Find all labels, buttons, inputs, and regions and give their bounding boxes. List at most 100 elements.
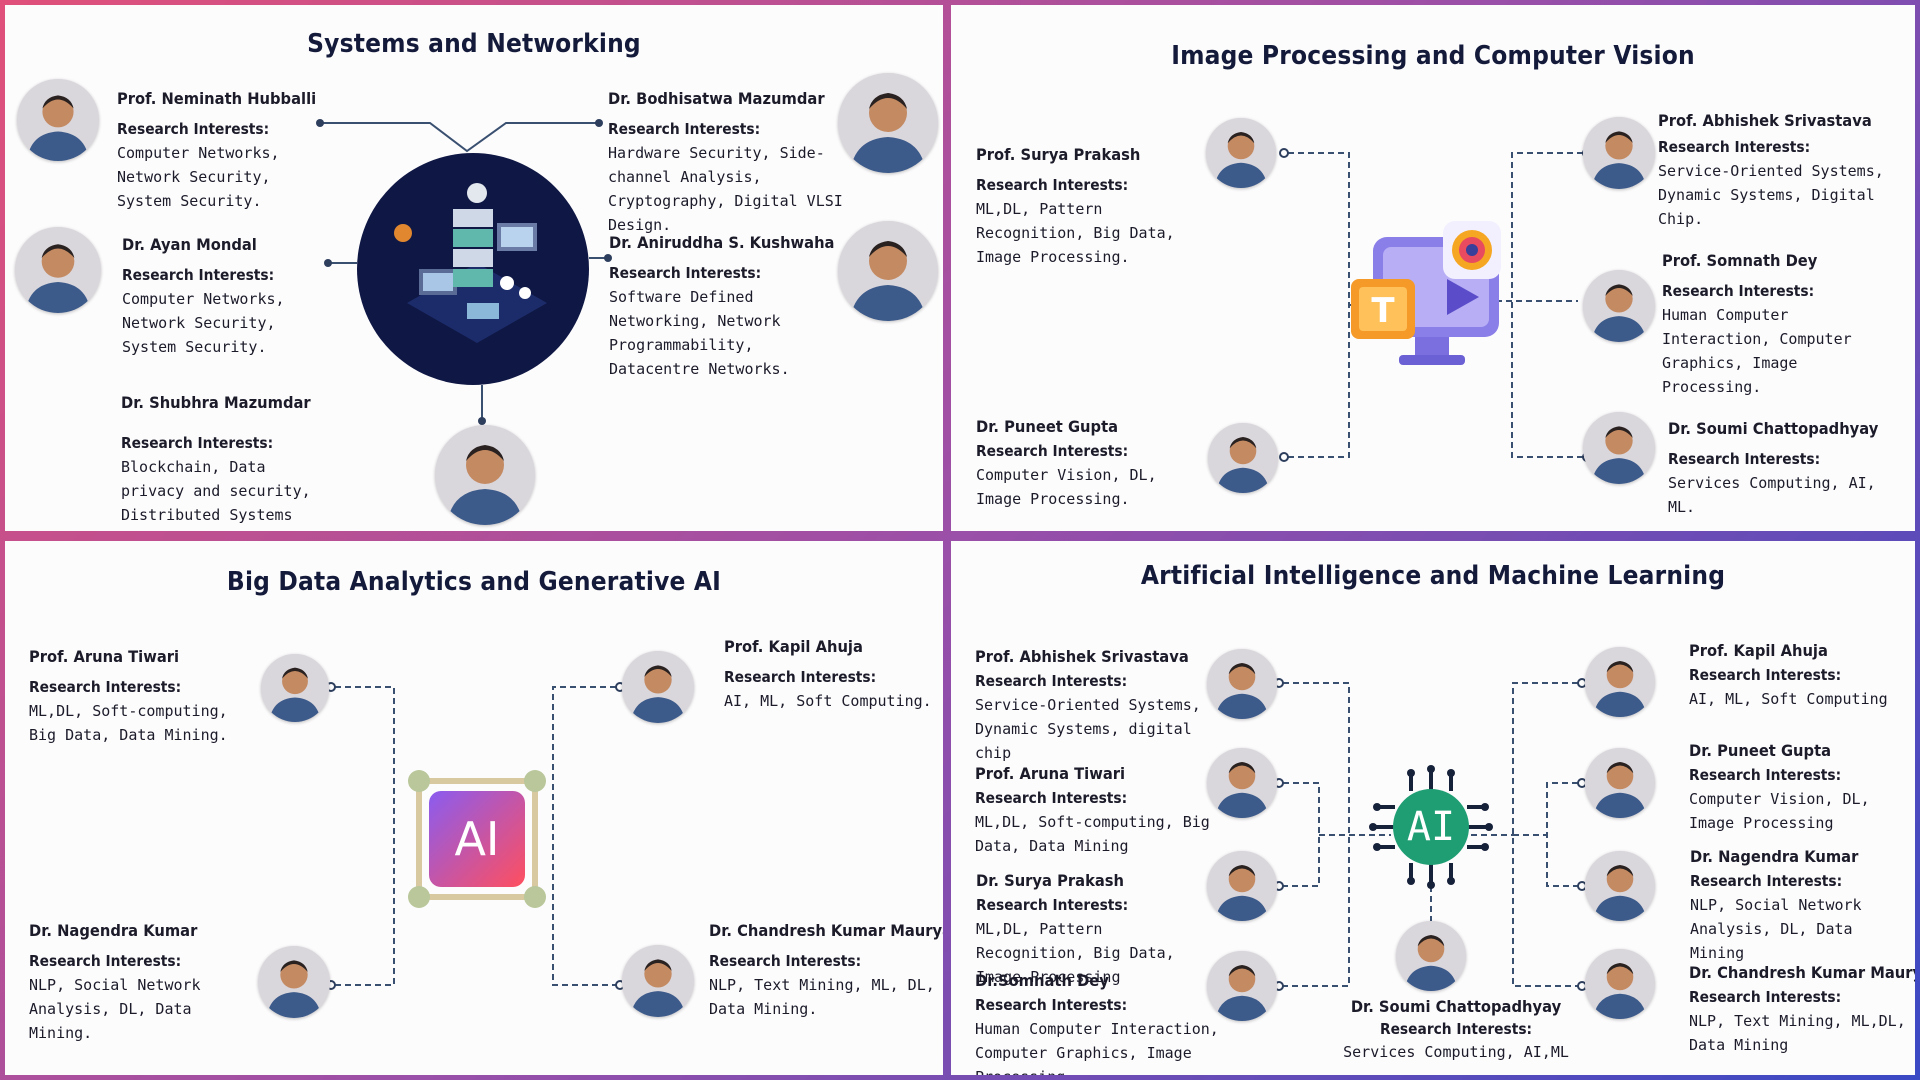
- research-interests-label: Research Interests:: [29, 952, 182, 970]
- avatar: [435, 425, 535, 525]
- person-name: Prof. Aruna Tiwari: [29, 647, 180, 666]
- panel-systems-networking: Systems and Networking: [5, 5, 943, 531]
- person-card: Prof. Abhishek Srivastava Research Inter…: [975, 645, 1210, 765]
- research-interests-label: Research Interests:: [122, 266, 275, 284]
- research-interests-text: ML,DL, Soft-computing, Big Data, Data Mi…: [975, 813, 1210, 855]
- avatar: [1208, 423, 1278, 493]
- computer-vision-monitor-icon: T: [1351, 219, 1511, 374]
- research-interests-label: Research Interests:: [1379, 1020, 1533, 1038]
- research-interests-label: Research Interests:: [975, 996, 1128, 1014]
- person-card: Prof. Neminath Hubballi Research Interes…: [117, 87, 332, 213]
- research-interests-text: Hardware Security, Side-channel Analysis…: [608, 144, 843, 234]
- ai-badge-label: AI: [454, 812, 500, 866]
- avatar: [1583, 412, 1655, 484]
- person-name: Prof. Neminath Hubballi: [117, 89, 317, 108]
- person-name: Prof. Abhishek Srivastava: [975, 647, 1189, 666]
- research-interests-label: Research Interests:: [29, 678, 182, 696]
- panel-big-data: Big Data Analytics and Generative AI AI: [5, 541, 943, 1075]
- research-interests-label: Research Interests:: [975, 789, 1128, 807]
- research-interests-text: AI, ML, Soft Computing.: [724, 692, 932, 710]
- avatar: [1207, 951, 1277, 1021]
- person-name: Dr. Puneet Gupta: [1689, 741, 1832, 760]
- avatar: [261, 654, 329, 722]
- avatar: [1207, 649, 1277, 719]
- person-name: Dr. Aniruddha S. Kushwaha: [609, 233, 835, 252]
- connector-lines: [1274, 678, 1587, 991]
- avatar: [838, 73, 938, 173]
- person-name: Dr. Shubhra Mazumdar: [121, 393, 311, 412]
- research-interests-text: AI, ML, Soft Computing: [1689, 690, 1888, 708]
- research-interests-text: Service-Oriented Systems, Dynamic System…: [975, 696, 1201, 762]
- person-card: Prof. Somnath Dey Research Interests: Hu…: [1662, 249, 1902, 399]
- person-name: Prof. Aruna Tiwari: [975, 764, 1126, 783]
- research-interests-text: Service-Oriented Systems, Dynamic System…: [1658, 162, 1884, 228]
- server-network-illustration-icon: [357, 153, 589, 385]
- research-interests-text: ML,DL, Pattern Recognition, Big Data, Im…: [976, 920, 1175, 986]
- person-card: Prof. Surya Prakash Research Interests: …: [976, 143, 1211, 269]
- avatar: [1207, 851, 1277, 921]
- research-interests-text: ML,DL, Pattern Recognition, Big Data, Im…: [976, 200, 1175, 266]
- research-interests-label: Research Interests:: [608, 120, 761, 138]
- avatar: [1583, 117, 1655, 189]
- avatar: [1396, 921, 1466, 991]
- panel-ai-ml: Artificial Intelligence and Machine Lear…: [951, 541, 1915, 1075]
- avatar: [622, 945, 694, 1017]
- person-card: Prof. Aruna Tiwari Research Interests: M…: [975, 762, 1210, 858]
- research-interests-text: NLP, Text Mining, ML, DL, Data Mining.: [709, 976, 935, 1018]
- person-name: Dr. Nagendra Kumar: [1690, 847, 1859, 866]
- panel-title: Artificial Intelligence and Machine Lear…: [1140, 561, 1726, 591]
- avatar: [622, 651, 694, 723]
- person-name: Dr. Chandresh Kumar Maurya: [1689, 963, 1915, 982]
- svg-text:T: T: [1371, 291, 1395, 331]
- avatar: [1585, 949, 1655, 1019]
- person-name: Prof. Kapil Ahuja: [724, 637, 863, 656]
- person-name: Dr. Surya Prakash: [976, 871, 1125, 890]
- person-name: Dr. Bodhisatwa Mazumdar: [608, 89, 825, 108]
- research-interests-label: Research Interests:: [976, 176, 1129, 194]
- person-card: Dr. Shubhra Mazumdar Research Interests:…: [121, 391, 336, 531]
- avatar: [838, 221, 938, 321]
- avatar: [1207, 748, 1277, 818]
- research-interests-label: Research Interests:: [1689, 988, 1842, 1006]
- person-name: Prof. Surya Prakash: [976, 145, 1141, 164]
- person-name: Prof. Somnath Dey: [1662, 251, 1818, 270]
- research-interests-label: Research Interests:: [1690, 872, 1843, 890]
- person-card: Prof. Aruna Tiwari Research Interests: M…: [29, 645, 249, 747]
- connector-lines: [316, 119, 612, 425]
- avatar: [15, 227, 101, 313]
- research-interests-text: Computer Networks, Network Security, Sys…: [122, 290, 285, 356]
- person-card: Dr. Chandresh Kumar Maurya Research Inte…: [1689, 961, 1915, 1057]
- person-name: Dr. Chandresh Kumar Maurya: [709, 921, 943, 940]
- avatar: [258, 946, 330, 1018]
- ai-circuit-label: AI: [1406, 804, 1456, 850]
- research-interests-label: Research Interests:: [1689, 766, 1842, 784]
- research-interests-label: Research Interests:: [1668, 450, 1821, 468]
- person-name: Prof. Abhishek Srivastava: [1658, 111, 1872, 130]
- person-card: Dr. Ayan Mondal Research Interests: Comp…: [122, 233, 337, 359]
- research-interests-text: Computer Vision, DL, Image Processing.: [976, 466, 1157, 508]
- research-interests-label: Research Interests:: [121, 434, 274, 452]
- person-card: Prof. Abhishek Srivastava Research Inter…: [1658, 109, 1908, 231]
- person-card: Dr. Surya Prakash Research Interests: ML…: [976, 869, 1211, 989]
- research-interests-label: Research Interests:: [975, 672, 1128, 690]
- person-card: Dr. Chandresh Kumar Maurya Research Inte…: [709, 919, 943, 1021]
- person-name: Dr. Puneet Gupta: [976, 417, 1119, 436]
- research-interests-text: Services Computing, AI, ML.: [1668, 474, 1876, 516]
- person-card: Dr. Aniruddha S. Kushwaha Research Inter…: [609, 231, 839, 381]
- avatar: [1585, 748, 1655, 818]
- research-interests-label: Research Interests:: [1689, 666, 1842, 684]
- avatar: [1585, 647, 1655, 717]
- person-name: Dr. Ayan Mondal: [122, 235, 257, 254]
- avatar: [1583, 270, 1655, 342]
- person-name: Prof. Kapil Ahuja: [1689, 641, 1828, 660]
- research-interests-label: Research Interests:: [976, 896, 1129, 914]
- research-interests-text: NLP, Social Network Analysis, DL, Data M…: [29, 976, 201, 1042]
- panel-title: Big Data Analytics and Generative AI: [226, 567, 722, 597]
- person-card: Dr. Soumi Chattopadhyay Research Interes…: [1331, 996, 1581, 1064]
- research-interests-label: Research Interests:: [117, 120, 270, 138]
- person-card: Dr. Bodhisatwa Mazumdar Research Interes…: [608, 87, 848, 237]
- person-name: Dr. Soumi Chattopadhyay: [1350, 997, 1562, 1016]
- research-interests-text: Computer Vision, DL, Image Processing: [1689, 790, 1870, 832]
- person-name: Dr. Soumi Chattopadhyay: [1668, 419, 1879, 438]
- ai-chip-badge-icon: AI: [407, 769, 547, 909]
